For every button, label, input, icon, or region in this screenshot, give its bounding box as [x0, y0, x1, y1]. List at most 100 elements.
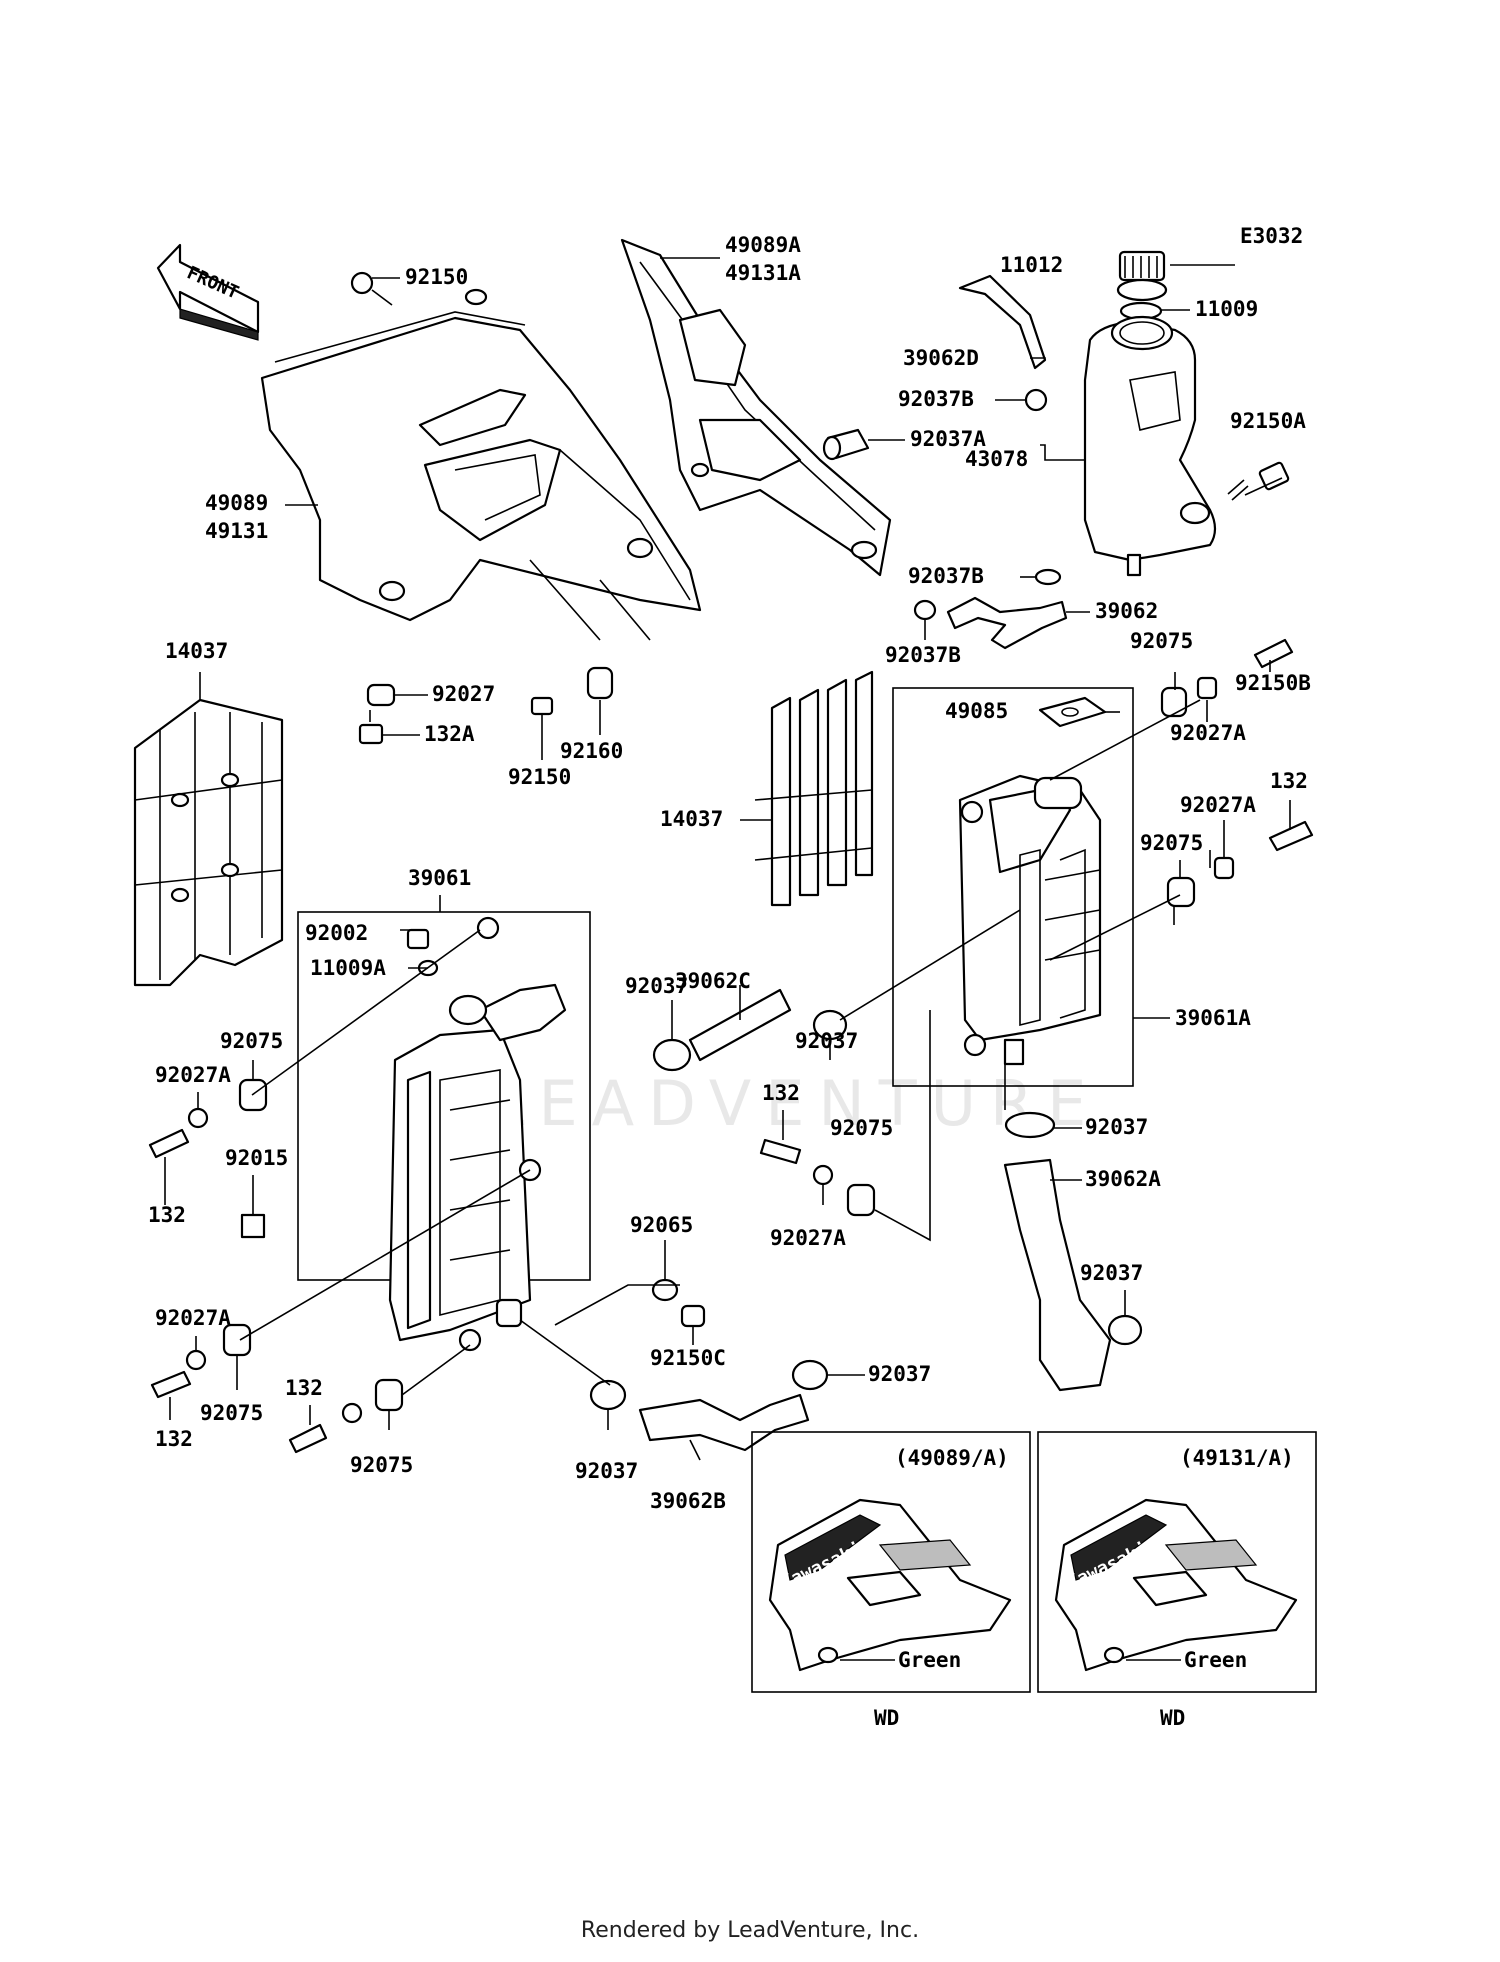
- inset-49089-variant: WD: [874, 1706, 899, 1730]
- label-39062b: 39062B: [650, 1489, 726, 1513]
- label-92015: 92015: [225, 1146, 288, 1170]
- label-92065: 92065: [630, 1213, 693, 1237]
- label-39062d: 39062D: [903, 346, 979, 370]
- label-14037-left: 14037: [165, 639, 228, 663]
- label-39062a: 39062A: [1085, 1167, 1161, 1191]
- grommet-92075-e: [374, 1378, 404, 1412]
- overflow-hose-39062: [946, 596, 1068, 650]
- inset-49131-variant: WD: [1160, 1706, 1185, 1730]
- collar-92027a-a: [1196, 676, 1218, 700]
- reserve-tank: [1083, 315, 1217, 577]
- label-92037-f: 92037: [868, 1362, 931, 1386]
- bolt-92150-top: [350, 271, 393, 306]
- label-92027a-f: 92027A: [770, 1226, 846, 1250]
- clamp-92037-b: [812, 1009, 848, 1041]
- collar-92027a-d: [185, 1349, 207, 1371]
- inset-49131-color: Green: [1184, 1648, 1247, 1672]
- label-92150-mid: 92150: [508, 765, 571, 789]
- washer-92065: [651, 1278, 679, 1302]
- label-49131: 49131: [205, 519, 268, 543]
- hose-39062a: [1003, 1158, 1112, 1392]
- collar-92027a-b: [1213, 856, 1235, 880]
- label-132-right: 132: [1270, 769, 1308, 793]
- bolt-92150-mid: [530, 696, 554, 730]
- label-14037-right: 14037: [660, 807, 723, 831]
- label-92037-b: 92037: [795, 1029, 858, 1053]
- grommet-92075-a: [1160, 686, 1188, 718]
- label-39062: 39062: [1095, 599, 1158, 623]
- label-92027a-d: 92027A: [155, 1306, 231, 1330]
- label-132-left-c: 132: [285, 1376, 323, 1400]
- label-132-left-a: 132: [148, 1203, 186, 1227]
- grommet-92075-f: [846, 1183, 876, 1217]
- bolt-92150a: [1227, 461, 1290, 501]
- label-132a: 132A: [424, 722, 475, 746]
- leader-lines: [164, 257, 1291, 1461]
- label-92160: 92160: [560, 739, 623, 763]
- label-132-centre: 132: [762, 1081, 800, 1105]
- footer-credit: Rendered by LeadVenture, Inc.: [580, 1918, 920, 1943]
- bolt-132-left-b: [150, 1370, 192, 1399]
- label-92037b-mid: 92037B: [908, 564, 984, 588]
- damper-49085: [1038, 696, 1107, 728]
- clip-92037b-top: [1024, 388, 1048, 412]
- clamp-92037-e: [589, 1379, 627, 1411]
- grommet-92160: [586, 666, 614, 700]
- label-92027a-b: 92027A: [1180, 793, 1256, 817]
- hose-39062c: [688, 988, 792, 1062]
- label-92075-d: 92075: [200, 1401, 263, 1425]
- radiator-shroud-right: [620, 238, 892, 577]
- clamp-92037-a: [652, 1038, 692, 1072]
- label-11012: 11012: [1000, 253, 1063, 277]
- front-arrow-icon: FRONT: [156, 243, 260, 341]
- label-92150-top: 92150: [405, 265, 468, 289]
- label-132-left-b: 132: [155, 1427, 193, 1451]
- label-49131a: 49131A: [725, 261, 801, 285]
- diagram-code: E3032: [1240, 224, 1303, 248]
- clip-92037b-low: [913, 599, 937, 621]
- inset-49131: (49131/A) Kawasaki Green WD: [1037, 1431, 1317, 1730]
- label-92037b-top: 92037B: [898, 387, 974, 411]
- hose-39062b: [638, 1393, 810, 1452]
- radiator-shroud-left: [260, 288, 702, 622]
- radiator-cap: [1116, 250, 1168, 302]
- bolt-132a: [358, 710, 384, 745]
- label-92075-c: 92075: [220, 1029, 283, 1053]
- plug-92150c: [680, 1304, 706, 1328]
- label-92075-a: 92075: [1130, 629, 1193, 653]
- label-92075-e: 92075: [350, 1453, 413, 1477]
- label-92037a: 92037A: [910, 427, 986, 451]
- label-92075-f: 92075: [830, 1116, 893, 1140]
- label-92002: 92002: [305, 921, 368, 945]
- label-92027a-a: 92027A: [1170, 721, 1246, 745]
- grommet-92075-b: [1166, 876, 1196, 908]
- part-labels: 92150 49089A 49131A 11012 11009 39062D 9…: [148, 233, 1311, 1513]
- bolt-132-right: [1268, 820, 1314, 852]
- label-92027: 92027: [432, 682, 495, 706]
- label-92150b: 92150B: [1235, 671, 1311, 695]
- label-92037-a: 92037: [625, 974, 688, 998]
- bolt-92150b: [1253, 638, 1294, 669]
- label-92037-c: 92037: [1085, 1115, 1148, 1139]
- drain-bolt-92002: [406, 928, 430, 950]
- grommet-92027: [366, 683, 396, 707]
- bolt-132-left-c: [288, 1423, 328, 1454]
- radiator-right: [892, 687, 1134, 1087]
- label-92075-b: 92075: [1140, 831, 1203, 855]
- clip-nut-92015: [240, 1213, 266, 1239]
- label-92037-e: 92037: [575, 1459, 638, 1483]
- collar-92027a-c: [187, 1107, 209, 1129]
- label-92037b-low: 92037B: [885, 643, 961, 667]
- collar-92027a-e: [341, 1402, 363, 1424]
- clamp-92037-d: [1107, 1314, 1143, 1346]
- inset-49089-title: (49089/A): [895, 1446, 1009, 1470]
- bolt-132-left-a: [148, 1128, 190, 1159]
- label-92150a: 92150A: [1230, 409, 1306, 433]
- label-39061: 39061: [408, 866, 471, 890]
- label-49089a: 49089A: [725, 233, 801, 257]
- label-49089: 49089: [205, 491, 268, 515]
- label-11009: 11009: [1195, 297, 1258, 321]
- label-92150c: 92150C: [650, 1346, 726, 1370]
- clamp-92037-c: [1004, 1111, 1056, 1139]
